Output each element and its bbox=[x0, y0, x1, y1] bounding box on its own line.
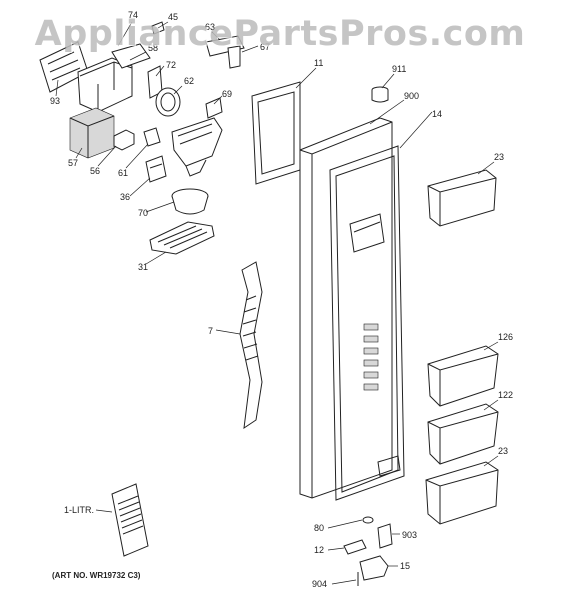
callout-45: 45 bbox=[168, 12, 178, 22]
callout-14: 14 bbox=[432, 109, 442, 119]
callout-57: 57 bbox=[68, 158, 78, 168]
panel-11 bbox=[251, 81, 301, 185]
callout-80: 80 bbox=[314, 523, 324, 533]
bin-126 bbox=[427, 345, 499, 407]
callout-58: 58 bbox=[148, 43, 158, 53]
callout-903: 903 bbox=[402, 530, 417, 540]
callout-labels: 74 45 63 67 58 72 62 69 93 57 56 61 36 7… bbox=[50, 10, 513, 589]
door-bins bbox=[425, 169, 499, 525]
callout-63: 63 bbox=[205, 22, 215, 32]
callout-67: 67 bbox=[260, 42, 270, 52]
callout-72: 72 bbox=[166, 60, 176, 70]
callout-11: 11 bbox=[314, 58, 323, 68]
callout-23-top: 23 bbox=[494, 152, 504, 162]
callout-31: 31 bbox=[138, 262, 148, 272]
callout-62: 62 bbox=[184, 76, 194, 86]
ice-maker-assembly bbox=[39, 21, 245, 255]
callout-911: 911 bbox=[392, 64, 406, 74]
callout-126: 126 bbox=[498, 332, 513, 342]
callout-15: 15 bbox=[400, 561, 410, 571]
callout-1-litr: 1-LITR. bbox=[64, 505, 94, 515]
callout-122: 122 bbox=[498, 390, 513, 400]
callout-7: 7 bbox=[208, 326, 213, 336]
callout-69: 69 bbox=[222, 89, 232, 99]
callout-23-bottom: 23 bbox=[498, 446, 508, 456]
callout-93: 93 bbox=[50, 96, 60, 106]
callout-61: 61 bbox=[118, 168, 128, 178]
door-outer bbox=[299, 117, 405, 501]
cap-911 bbox=[371, 86, 389, 103]
callout-904: 904 bbox=[312, 579, 327, 589]
callout-36: 36 bbox=[120, 192, 130, 202]
callout-56: 56 bbox=[90, 166, 100, 176]
literature-booklet bbox=[111, 483, 149, 557]
small-parts-bottom bbox=[343, 516, 393, 586]
callout-74: 74 bbox=[128, 10, 138, 20]
leader-lines bbox=[55, 21, 499, 585]
bin-23-bottom bbox=[425, 461, 499, 525]
callout-12: 12 bbox=[314, 545, 324, 555]
callout-900: 900 bbox=[404, 91, 419, 101]
bin-122 bbox=[427, 403, 499, 465]
callout-70: 70 bbox=[138, 208, 148, 218]
art-number: (ART NO. WR19732 C3) bbox=[52, 571, 141, 580]
control-buttons bbox=[363, 323, 379, 391]
handle-7 bbox=[239, 261, 263, 430]
bin-23-top bbox=[427, 169, 497, 227]
